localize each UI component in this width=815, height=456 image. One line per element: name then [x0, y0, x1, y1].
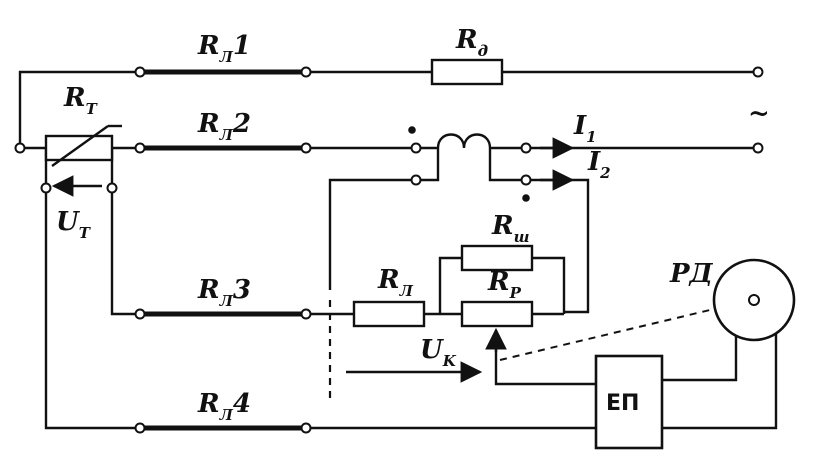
label-rl2: RЛ2: [197, 109, 251, 144]
label-rsh: Rш: [491, 211, 530, 246]
terminal: [410, 174, 422, 186]
arrows: [51, 137, 575, 383]
terminal: [300, 66, 312, 78]
label-rd-motor: РД: [669, 259, 714, 289]
terminal: [752, 142, 764, 154]
rsh-resistor: [460, 244, 534, 272]
terminals: [14, 66, 764, 434]
label-rt: RT: [63, 83, 99, 118]
terminal: [14, 142, 26, 154]
labels: RЛ1 Rд RT RЛ2 I1 I2 ~ UT Rш РД RЛ3 RЛ RP…: [56, 25, 770, 424]
label-ep: ЕП: [606, 391, 639, 416]
terminal: [520, 142, 532, 154]
terminal: [300, 422, 312, 434]
terminal: [134, 66, 146, 78]
coil: [408, 126, 530, 202]
terminal: [300, 142, 312, 154]
terminal: [134, 422, 146, 434]
polarity-dot-bottom: [522, 194, 530, 202]
label-rl-series: RЛ: [377, 265, 414, 300]
label-ac-source: ~: [748, 99, 770, 129]
terminal: [106, 182, 118, 194]
label-rp: RP: [487, 267, 522, 302]
rl-resistor: [352, 300, 426, 328]
rt-slash: [51, 125, 109, 167]
ep-box: [594, 354, 664, 450]
label-i2: I2: [587, 147, 611, 182]
polarity-dot-top: [408, 126, 416, 134]
label-ut: UT: [56, 207, 92, 242]
label-rl3: RЛ3: [197, 275, 251, 310]
terminal: [300, 308, 312, 320]
terminal: [410, 142, 422, 154]
dashed-lines: [328, 299, 753, 398]
label-i1: I1: [573, 111, 597, 146]
rd-resistor: [430, 58, 504, 86]
rp-rheostat: [460, 300, 534, 328]
terminal: [40, 182, 52, 194]
label-rl1: RЛ1: [197, 31, 251, 66]
line-resistors: [140, 69, 306, 431]
resistor-boxes: [44, 58, 534, 328]
terminal: [520, 174, 532, 186]
terminal: [134, 308, 146, 320]
motor-center-terminal: [748, 294, 760, 306]
terminal: [752, 66, 764, 78]
label-rl4: RЛ4: [197, 389, 251, 424]
label-uk: UK: [420, 335, 457, 370]
terminal: [134, 142, 146, 154]
label-rd: Rд: [455, 25, 488, 60]
